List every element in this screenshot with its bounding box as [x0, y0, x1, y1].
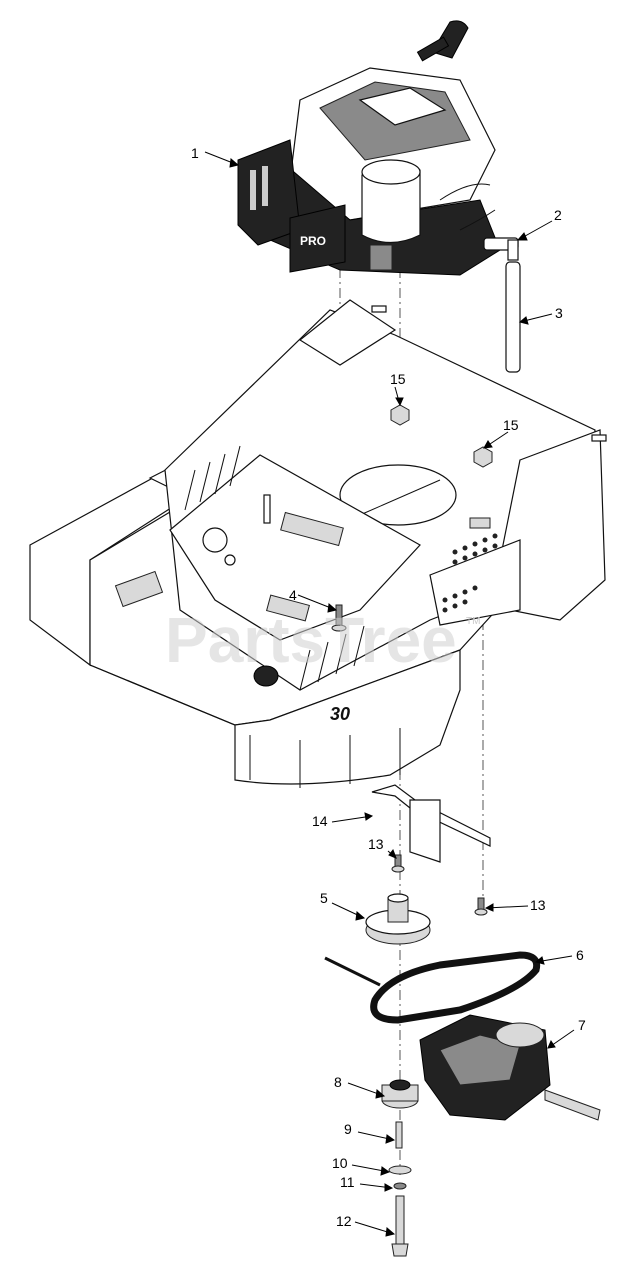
idler-bracket [371, 784, 491, 863]
callout-13-a: 13 [368, 836, 384, 852]
callout-1: 1 [191, 145, 199, 161]
callout-5: 5 [320, 890, 328, 906]
callout-6: 6 [576, 947, 584, 963]
screws-13 [391, 854, 488, 916]
callout-3: 3 [555, 305, 563, 321]
key-9 [395, 1121, 403, 1149]
pulley-5 [365, 893, 431, 945]
lockwasher-11 [393, 1182, 407, 1190]
callout-4: 4 [289, 587, 297, 603]
callout-7: 7 [578, 1017, 586, 1033]
transaxle [419, 1014, 601, 1121]
watermark-tm: TM [466, 616, 480, 627]
callout-8: 8 [334, 1074, 342, 1090]
drive-belt [370, 951, 541, 1024]
fan-hub-8 [381, 1079, 419, 1109]
callout-14: 14 [312, 813, 328, 829]
callout-2: 2 [554, 207, 562, 223]
input-shaft [324, 956, 381, 987]
tee-fitting [483, 237, 519, 261]
deck-frame: 30 [29, 299, 607, 788]
bolt-4 [331, 604, 347, 632]
callout-9: 9 [344, 1121, 352, 1137]
deck-badge: 30 [330, 704, 350, 724]
bolt-12 [391, 1195, 409, 1257]
callout-10: 10 [332, 1155, 348, 1171]
callout-13-b: 13 [530, 897, 546, 913]
leader-lines [204, 151, 575, 1237]
hose-tube [505, 261, 521, 373]
callouts: 1 2 3 4 5 6 7 8 9 10 11 12 13 13 14 15 1… [191, 145, 586, 1229]
callout-15-b: 15 [503, 417, 519, 433]
callout-11: 11 [340, 1174, 355, 1190]
engine-badge: PRO [300, 234, 326, 248]
callout-15-a: 15 [390, 371, 406, 387]
engine: PRO [237, 20, 501, 276]
watermark: PartsTree [165, 604, 457, 676]
flange-nuts [390, 404, 493, 468]
washer-10 [388, 1165, 412, 1175]
callout-12: 12 [336, 1213, 352, 1229]
